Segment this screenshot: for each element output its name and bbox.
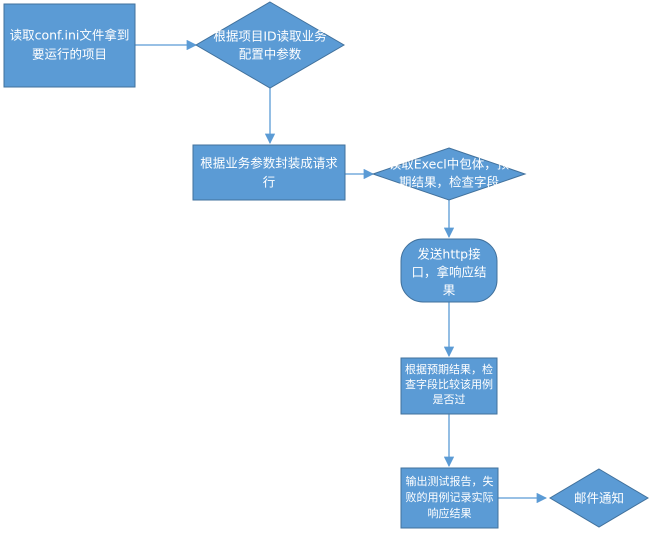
node-output-report-shape bbox=[400, 467, 499, 529]
node-send-mail-shape bbox=[549, 468, 649, 528]
node-output-report-line-2: 败的用例记录实际 bbox=[406, 490, 494, 504]
node-check-result: 根据预期结果，检 查字段比较该用例 是否过 bbox=[400, 357, 498, 415]
node-build-request: 根据业务参数封装成请求 行 bbox=[192, 144, 346, 201]
node-send-http-line-3: 果 bbox=[443, 283, 456, 298]
node-read-excel-line-2: 期结果，检查字段 bbox=[399, 175, 499, 190]
node-build-request-line-1: 根据业务参数封装成请求 bbox=[200, 156, 338, 171]
node-read-conf-line-2: 要运行的项目 bbox=[32, 47, 107, 62]
node-output-report-line-1: 输出测试报告，失 bbox=[406, 474, 494, 488]
node-send-http: 发送http接 口，拿响应结 果 bbox=[400, 238, 498, 303]
node-read-excel-line-1: 读取Execl中包体，预 bbox=[389, 157, 509, 172]
node-send-http-shape bbox=[400, 238, 498, 303]
node-read-config-line-2: 配置中参数 bbox=[239, 47, 302, 62]
node-send-http-line-2: 口，拿响应结 bbox=[411, 265, 486, 280]
node-read-conf: 读取conf.ini文件拿到 要运行的项目 bbox=[3, 3, 136, 88]
node-read-conf-shape bbox=[3, 3, 136, 88]
node-send-mail: 邮件通知 bbox=[549, 468, 649, 528]
node-read-config: 根据项目ID读取业务 配置中参数 bbox=[195, 1, 345, 89]
node-send-http-line-1: 发送http接 bbox=[417, 247, 481, 262]
node-read-config-line-1: 根据项目ID读取业务 bbox=[213, 29, 326, 44]
node-read-config-shape bbox=[195, 1, 345, 89]
node-check-result-line-2: 查字段比较该用例 bbox=[405, 377, 493, 391]
node-build-request-shape bbox=[192, 144, 346, 201]
node-check-result-line-1: 根据预期结果，检 bbox=[405, 362, 493, 376]
node-read-excel-shape bbox=[371, 147, 527, 201]
node-build-request-line-2: 行 bbox=[263, 175, 276, 190]
node-check-result-shape bbox=[400, 357, 498, 415]
node-output-report-line-3: 响应结果 bbox=[428, 506, 472, 520]
node-read-excel: 读取Execl中包体，预 期结果，检查字段 bbox=[371, 147, 527, 201]
node-read-conf-line-1: 读取conf.ini文件拿到 bbox=[10, 28, 130, 43]
node-send-mail-line-1: 邮件通知 bbox=[574, 491, 624, 506]
connectors bbox=[135, 39, 548, 504]
node-output-report: 输出测试报告，失 败的用例记录实际 响应结果 bbox=[400, 467, 499, 529]
node-check-result-line-3: 是否过 bbox=[433, 393, 466, 406]
